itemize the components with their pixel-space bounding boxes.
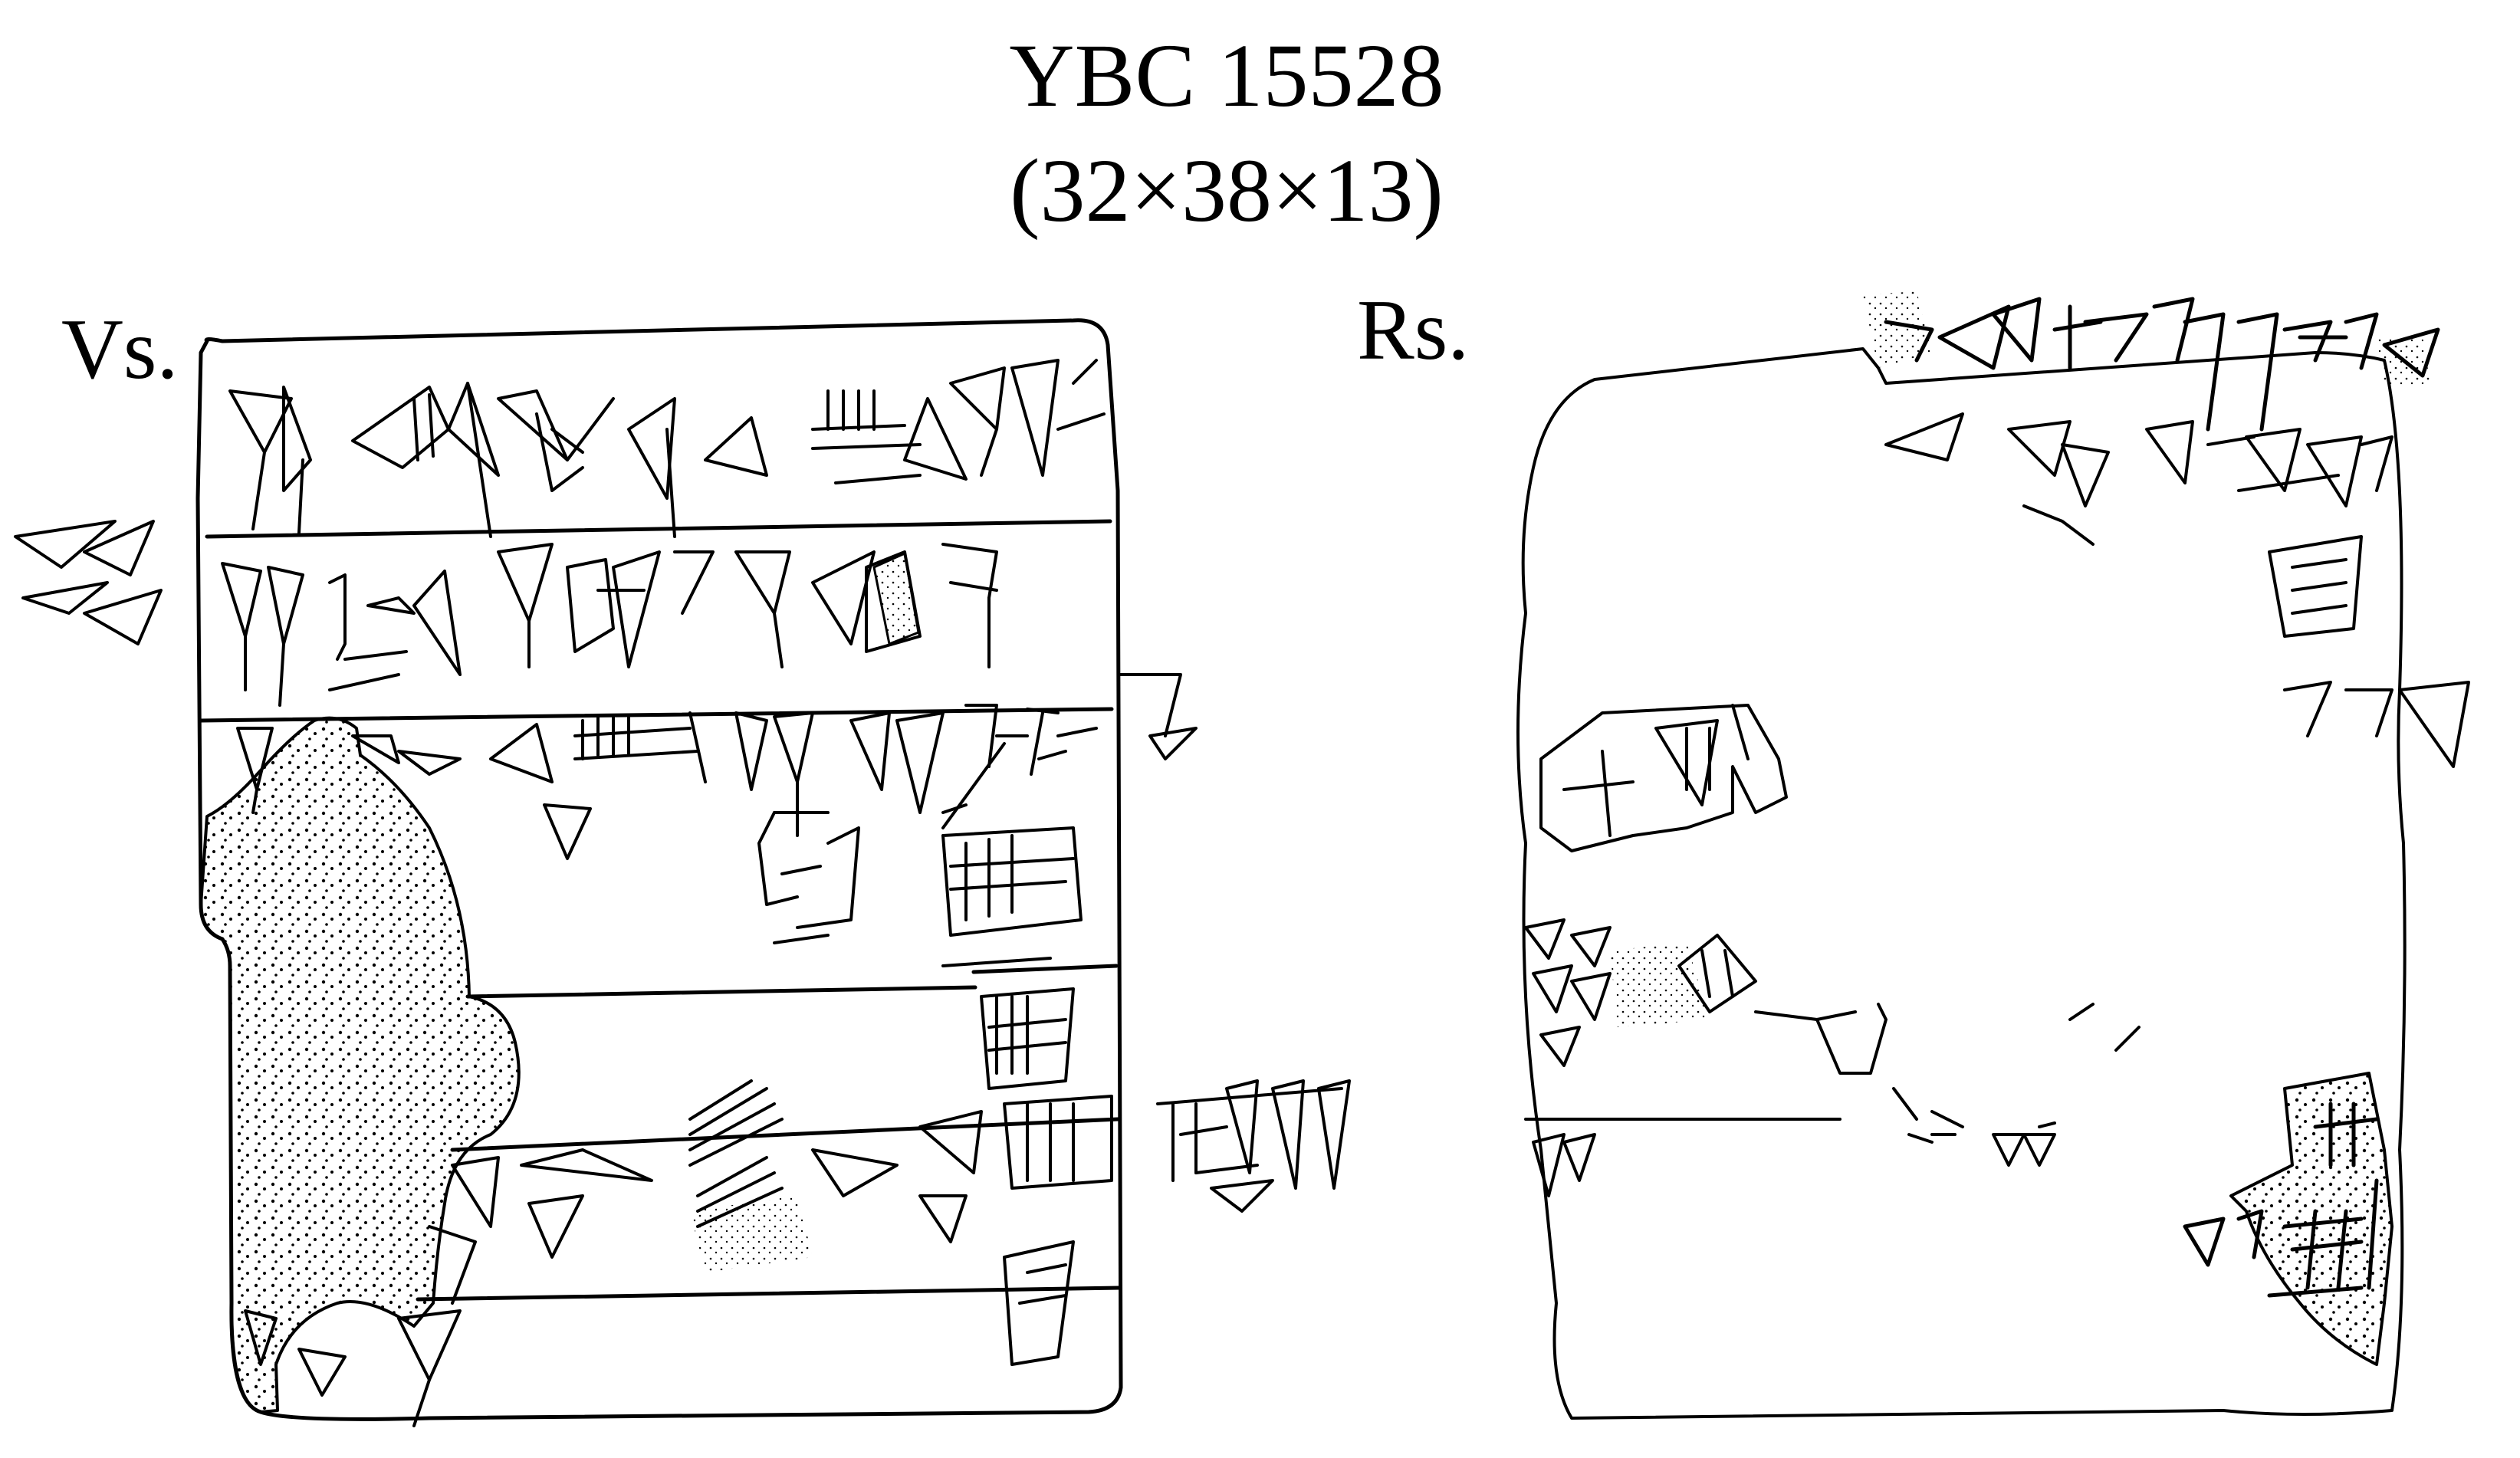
obverse-damage xyxy=(199,716,521,1414)
obverse-line-5 xyxy=(980,987,1075,1090)
reverse-line-7 xyxy=(2183,1102,2379,1298)
reverse-damage xyxy=(1863,291,1932,368)
obverse-ruling xyxy=(199,707,1114,723)
reverse-damage xyxy=(1610,943,1710,1027)
reverse-line-1 xyxy=(1884,297,2440,432)
obverse-tablet xyxy=(14,318,1351,1427)
reverse-label: Rs. xyxy=(1357,283,1470,378)
reverse-line-3 xyxy=(2268,535,2470,768)
obverse-label: Vs. xyxy=(61,302,179,397)
reverse-tablet xyxy=(1516,291,2470,1420)
obverse-ruling xyxy=(465,985,977,999)
reverse-outline xyxy=(1516,347,2407,1420)
reverse-line-4 xyxy=(1539,704,1788,852)
obverse-ruling xyxy=(971,964,1119,974)
reverse-line-2 xyxy=(1884,412,2394,546)
obverse-damage-small xyxy=(690,1196,813,1272)
reverse-damage xyxy=(2229,1072,2394,1366)
obverse-line-3 xyxy=(236,704,1098,860)
obverse-damage-small xyxy=(872,552,920,645)
obverse-ruling xyxy=(205,519,1112,539)
obverse-line-4 xyxy=(757,811,1083,967)
obverse-line-2 xyxy=(221,543,998,707)
obverse-edge-left xyxy=(14,520,163,645)
obverse-ruling xyxy=(416,1286,1122,1302)
obverse-line-6 xyxy=(428,1079,1113,1305)
obverse-line-1 xyxy=(228,359,1106,538)
obverse-edge-right xyxy=(1118,673,1351,1213)
obverse-ruling xyxy=(450,1117,1120,1152)
obverse-line-7 xyxy=(244,1240,1075,1427)
tablet-title: YBC 15528 xyxy=(1009,25,1444,126)
reverse-line-6 xyxy=(1524,1118,2056,1197)
tablet-dimensions: (32×38×13) xyxy=(1010,140,1444,241)
